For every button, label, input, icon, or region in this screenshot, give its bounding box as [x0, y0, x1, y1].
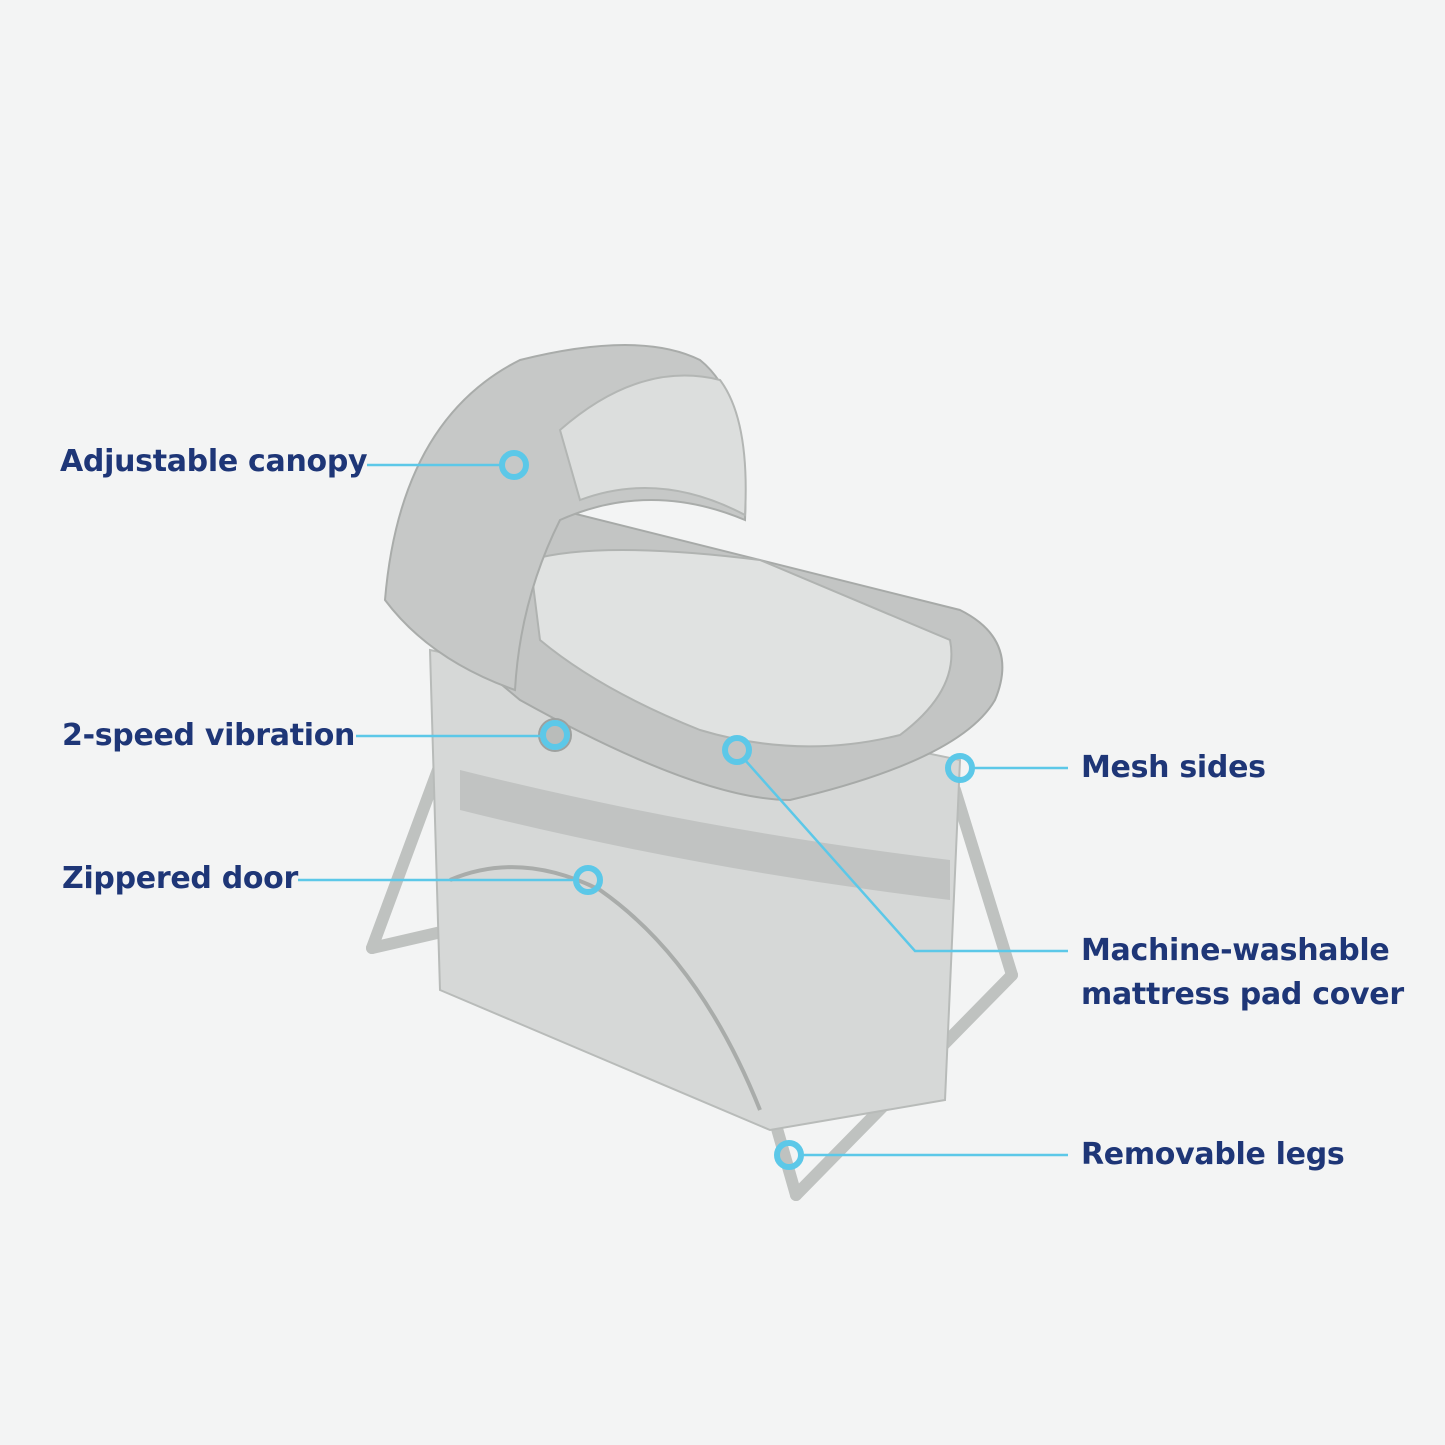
label-mesh-sides: Mesh sides — [1081, 750, 1266, 785]
vibration-marker-icon — [540, 720, 570, 750]
canopy-underside — [558, 374, 747, 517]
mesh-band — [460, 770, 950, 900]
bassinet-interior — [528, 549, 953, 748]
callout-lines — [298, 463, 1068, 1157]
label-2-speed-vibration: 2-speed vibration — [62, 718, 356, 753]
mattress-marker-icon — [722, 735, 752, 765]
label-mattress-pad-cover: mattress pad cover — [1081, 977, 1404, 1012]
zipper-door — [449, 865, 762, 1111]
door-marker-icon — [573, 865, 603, 895]
legs-marker-icon — [774, 1140, 804, 1170]
canopy-marker-icon — [499, 450, 529, 480]
label-adjustable-canopy: Adjustable canopy — [60, 444, 368, 479]
label-removable-legs: Removable legs — [1081, 1137, 1345, 1172]
mesh-marker-icon — [945, 753, 975, 783]
label-machine-washable: Machine-washable — [1081, 933, 1390, 968]
label-zippered-door: Zippered door — [62, 861, 298, 896]
